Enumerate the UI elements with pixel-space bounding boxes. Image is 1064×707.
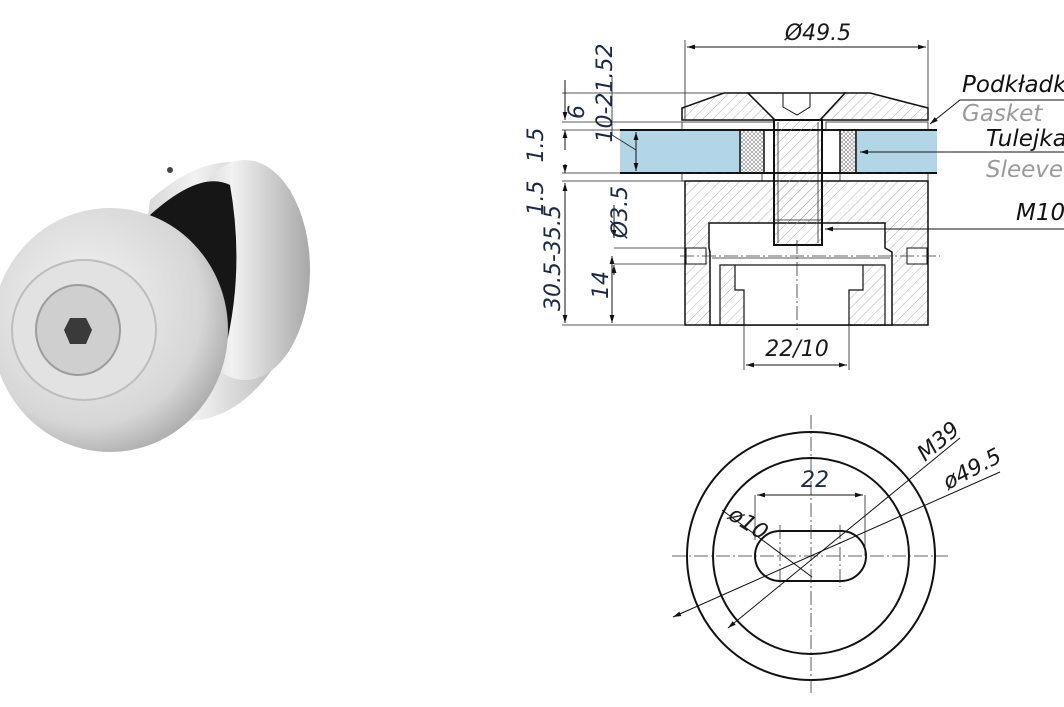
label-sleeve-en: Sleeve xyxy=(986,157,1063,183)
dim-glass-thickness: 10-21.52 xyxy=(593,44,618,143)
bolt xyxy=(773,119,823,246)
label-sleeve-pl: Tulejka xyxy=(986,126,1064,152)
label-gasket-pl: Podkładk xyxy=(962,72,1064,98)
dim-slot-length: 22 xyxy=(801,468,829,493)
section-view: Ø49.5 6 10-21.52 1.5 1.5 30.5-35.5 Ø3.5 … xyxy=(524,21,1064,370)
dim-gasket-bottom: 1.5 xyxy=(524,181,549,216)
dim-gasket-top: 1.5 xyxy=(524,128,549,163)
dim-screw-hole: Ø3.5 xyxy=(608,186,633,239)
label-bolt: M10 xyxy=(1016,200,1064,226)
product-photo xyxy=(0,160,310,452)
hex-socket-icon xyxy=(64,318,92,344)
dim-body-height: 30.5-35.5 xyxy=(541,205,566,311)
dim-cap-height: 6 xyxy=(565,105,590,119)
label-gasket-en: Gasket xyxy=(962,101,1043,127)
dim-thread-depth: 14 xyxy=(589,271,614,299)
top-view: 22 M39 ø49.5 ø10 xyxy=(672,415,1006,695)
dim-outer-diameter: Ø49.5 xyxy=(784,21,851,46)
dim-top-outer-diameter: ø49.5 xyxy=(938,444,1006,496)
dim-bottom-opening: 22/10 xyxy=(765,337,828,362)
dim-slot-width: ø10 xyxy=(723,502,772,546)
dim-thread: M39 xyxy=(913,417,965,466)
